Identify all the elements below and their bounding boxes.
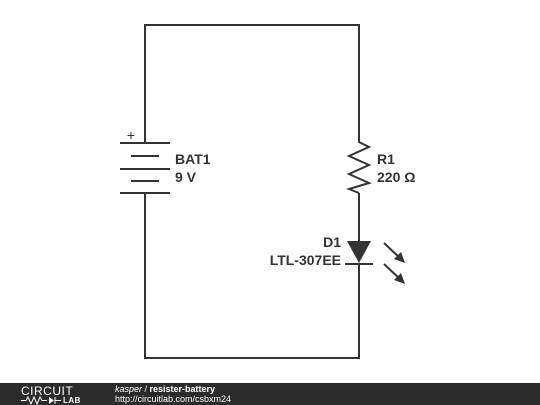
resistor-symbol xyxy=(345,138,372,194)
battery-ref-label: BAT1 xyxy=(175,151,211,167)
wire-bottom xyxy=(144,193,360,359)
led-symbol xyxy=(345,241,405,284)
logo-wordmark-top: CIRCUIT xyxy=(21,384,74,398)
wire-top xyxy=(144,24,360,143)
circuit-url[interactable]: http://circuitlab.com/csbxm24 xyxy=(115,394,232,404)
title-separator: / xyxy=(142,384,150,394)
battery-value-label: 9 V xyxy=(175,169,197,185)
logo-wordmark-bottom: LAB xyxy=(63,396,81,405)
logo-resistor-icon xyxy=(21,396,61,405)
footer-bar: CIRCUIT LAB kasper / resister-battery ht… xyxy=(0,383,540,405)
circuit-title-line: kasper / resister-battery xyxy=(115,384,231,394)
led-value-label: LTL-307EE xyxy=(270,252,341,268)
battery-polarity: + xyxy=(127,127,135,143)
led-ref-label: D1 xyxy=(323,234,341,250)
battery-symbol xyxy=(120,142,170,194)
author-link[interactable]: kasper xyxy=(115,384,143,394)
resistor-value-label: 220 Ω xyxy=(377,169,415,185)
circuit-title[interactable]: resister-battery xyxy=(149,384,216,394)
resistor-ref-label: R1 xyxy=(377,151,395,167)
light-emission-arrows-icon xyxy=(383,242,405,284)
circuit-info: kasper / resister-battery http://circuit… xyxy=(115,384,231,404)
wires xyxy=(144,24,360,359)
circuit-schematic: + BAT1 9 V R1 220 Ω D1 LTL-307EE xyxy=(120,24,415,359)
circuitlab-logo[interactable]: CIRCUIT LAB xyxy=(21,385,93,405)
